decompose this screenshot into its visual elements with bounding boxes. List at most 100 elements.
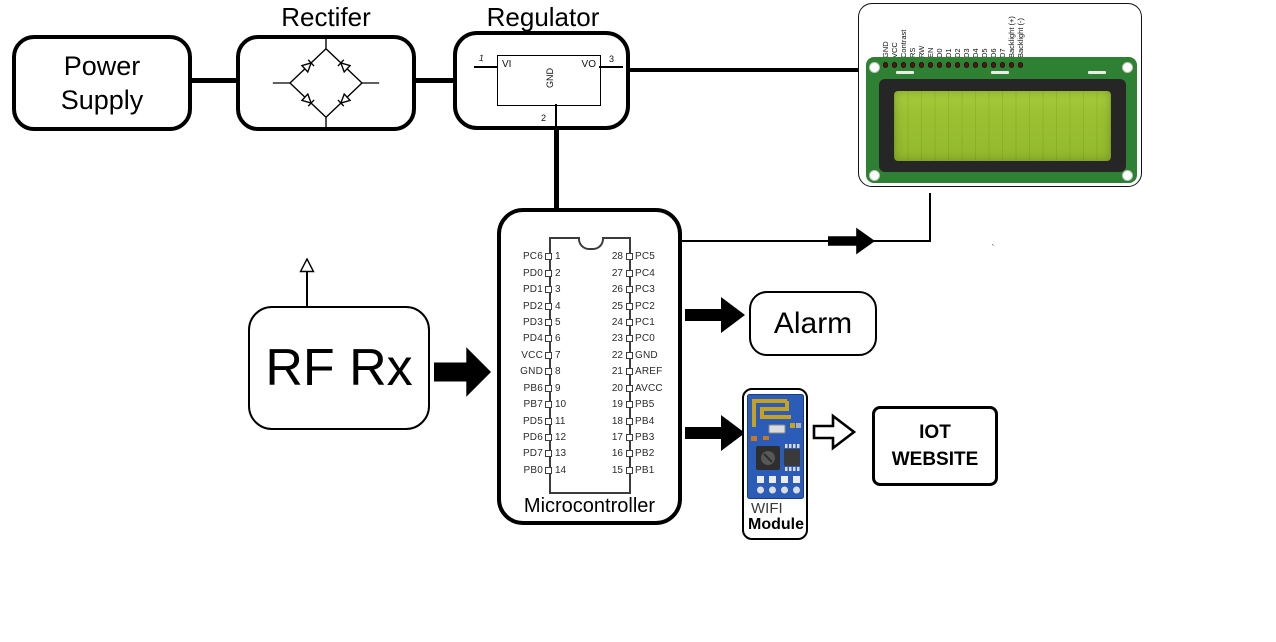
wire-mcu-lcd-vertical — [929, 193, 931, 242]
rf-rx-label: RF Rx — [265, 339, 413, 397]
mcu-left-pin-label: PD2 — [522, 300, 543, 312]
mcu-pin-square — [626, 466, 633, 474]
mcu-left-pin-number: 9 — [555, 382, 561, 394]
arrow-mcu-to-alarm-icon — [685, 297, 745, 333]
regulator-pin1-lead — [474, 66, 497, 68]
lcd-pin-dot — [999, 62, 1006, 68]
mcu-pin-square — [545, 269, 552, 277]
mcu-pin-square — [626, 401, 633, 409]
alarm-label: Alarm — [773, 306, 853, 340]
mcu-right-pin-number: 22 — [611, 349, 623, 361]
mcu-left-pin-label: PD4 — [522, 333, 543, 345]
mcu-pin-square — [545, 466, 552, 474]
lcd-pin-label: Contrast — [898, 29, 908, 58]
mcu-pin-square — [545, 286, 552, 294]
mcu-pin-square — [545, 434, 552, 442]
lcd-pad — [991, 71, 1009, 74]
rf-rx-block: RF Rx — [248, 306, 430, 430]
mcu-right-pin-number: 18 — [611, 415, 623, 427]
lcd-pin-label: Backlight (-) — [1015, 17, 1025, 58]
mcu-right-pin-label: PB1 — [635, 464, 655, 476]
lcd-pin-label: Backlight (+) — [1006, 16, 1016, 58]
regulator-vo-label: VO — [581, 59, 596, 70]
mcu-right-pin-label: PC3 — [635, 284, 656, 296]
lcd-mount-hole — [1122, 170, 1133, 181]
arrow-rfrx-to-mcu-icon — [434, 347, 491, 397]
regulator-pin2-lead — [555, 104, 557, 130]
mcu-label: Microcontroller — [523, 495, 656, 517]
mcu-pin-square — [626, 253, 633, 261]
mcu-left-pin-number: 11 — [555, 415, 566, 427]
lcd-pin-dot — [909, 62, 916, 68]
mcu-right-pin-label: PC4 — [635, 267, 656, 279]
mcu-pin-square — [626, 368, 633, 376]
mcu-left-pin-number: 10 — [555, 399, 567, 411]
mcu-left-pin-label: PD0 — [522, 267, 543, 279]
lcd-pin-dot — [918, 62, 925, 68]
lcd-mount-hole — [1122, 62, 1133, 73]
mcu-pin-square — [545, 335, 552, 343]
mcu-right-pin-number: 24 — [611, 316, 623, 328]
mcu-pin-square — [626, 269, 633, 277]
mcu-right-pin-label: PB4 — [635, 415, 655, 427]
mcu-pin-square — [545, 450, 552, 458]
regulator-pin3-number: 3 — [609, 54, 615, 64]
mcu-pin-square — [545, 368, 552, 376]
mcu-left-pin-label: PB0 — [523, 464, 543, 476]
lcd-pin-dot — [927, 62, 934, 68]
wifi-module-block: WIFI Module — [742, 388, 808, 540]
mcu-right-pin-label: AREF — [635, 366, 663, 378]
mcu-pin-row: PD5 11 18 PB4 — [511, 413, 669, 429]
mcu-right-pin-number: 17 — [611, 432, 623, 444]
esp8266-board-icon — [747, 394, 804, 499]
mcu-left-pin-label: PD5 — [522, 415, 543, 427]
lcd-pin-dot — [954, 62, 961, 68]
mcu-right-pin-label: PC5 — [635, 251, 656, 263]
mcu-pin-square — [626, 335, 633, 343]
mcu-pin-square — [626, 384, 633, 392]
mcu-pin-square — [545, 384, 552, 392]
mcu-pin-square — [545, 318, 552, 326]
arrow-mcu-to-wifi-icon — [685, 415, 745, 451]
mcu-right-pin-label: GND — [635, 349, 658, 361]
antenna-line — [306, 270, 308, 307]
mcu-left-pin-number: 2 — [555, 267, 561, 279]
mcu-left-pin-number: 8 — [555, 366, 561, 378]
mcu-right-pin-label: PC1 — [635, 316, 656, 328]
regulator-title: Regulator — [486, 2, 600, 32]
lcd-pin-dot — [936, 62, 943, 68]
mcu-pin-square — [545, 351, 552, 359]
wire-mcu-lcd-horizontal — [682, 240, 931, 242]
regulator-gnd-label: GND — [545, 68, 555, 88]
arrow-mcu-to-lcd-icon — [828, 227, 875, 255]
lcd-pin-dot — [1008, 62, 1015, 68]
mcu-left-pin-label: PD7 — [522, 448, 543, 460]
mcu-left-pin-label: VCC — [521, 349, 543, 361]
arrow-wifi-to-iot-icon — [812, 413, 857, 451]
mcu-right-pin-number: 23 — [611, 333, 623, 345]
stray-mark: ` — [990, 242, 995, 254]
mcu-right-pin-number: 25 — [611, 300, 623, 312]
mcu-left-pin-number: 14 — [555, 464, 567, 476]
mcu-right-pin-label: PC0 — [635, 333, 656, 345]
mcu-right-pin-number: 15 — [611, 464, 623, 476]
lcd-mount-hole — [869, 62, 880, 73]
regulator-pin2-number: 2 — [541, 113, 547, 123]
mcu-right-pin-number: 27 — [611, 267, 623, 279]
mcu-left-pin-label: PB7 — [523, 399, 543, 411]
mcu-right-pin-label: PC2 — [635, 300, 656, 312]
mcu-pin-square — [626, 318, 633, 326]
mcu-ic-notch — [578, 237, 604, 250]
mcu-pin-square — [626, 434, 633, 442]
lcd-pin-dot — [990, 62, 997, 68]
mcu-right-pin-label: PB5 — [635, 399, 655, 411]
